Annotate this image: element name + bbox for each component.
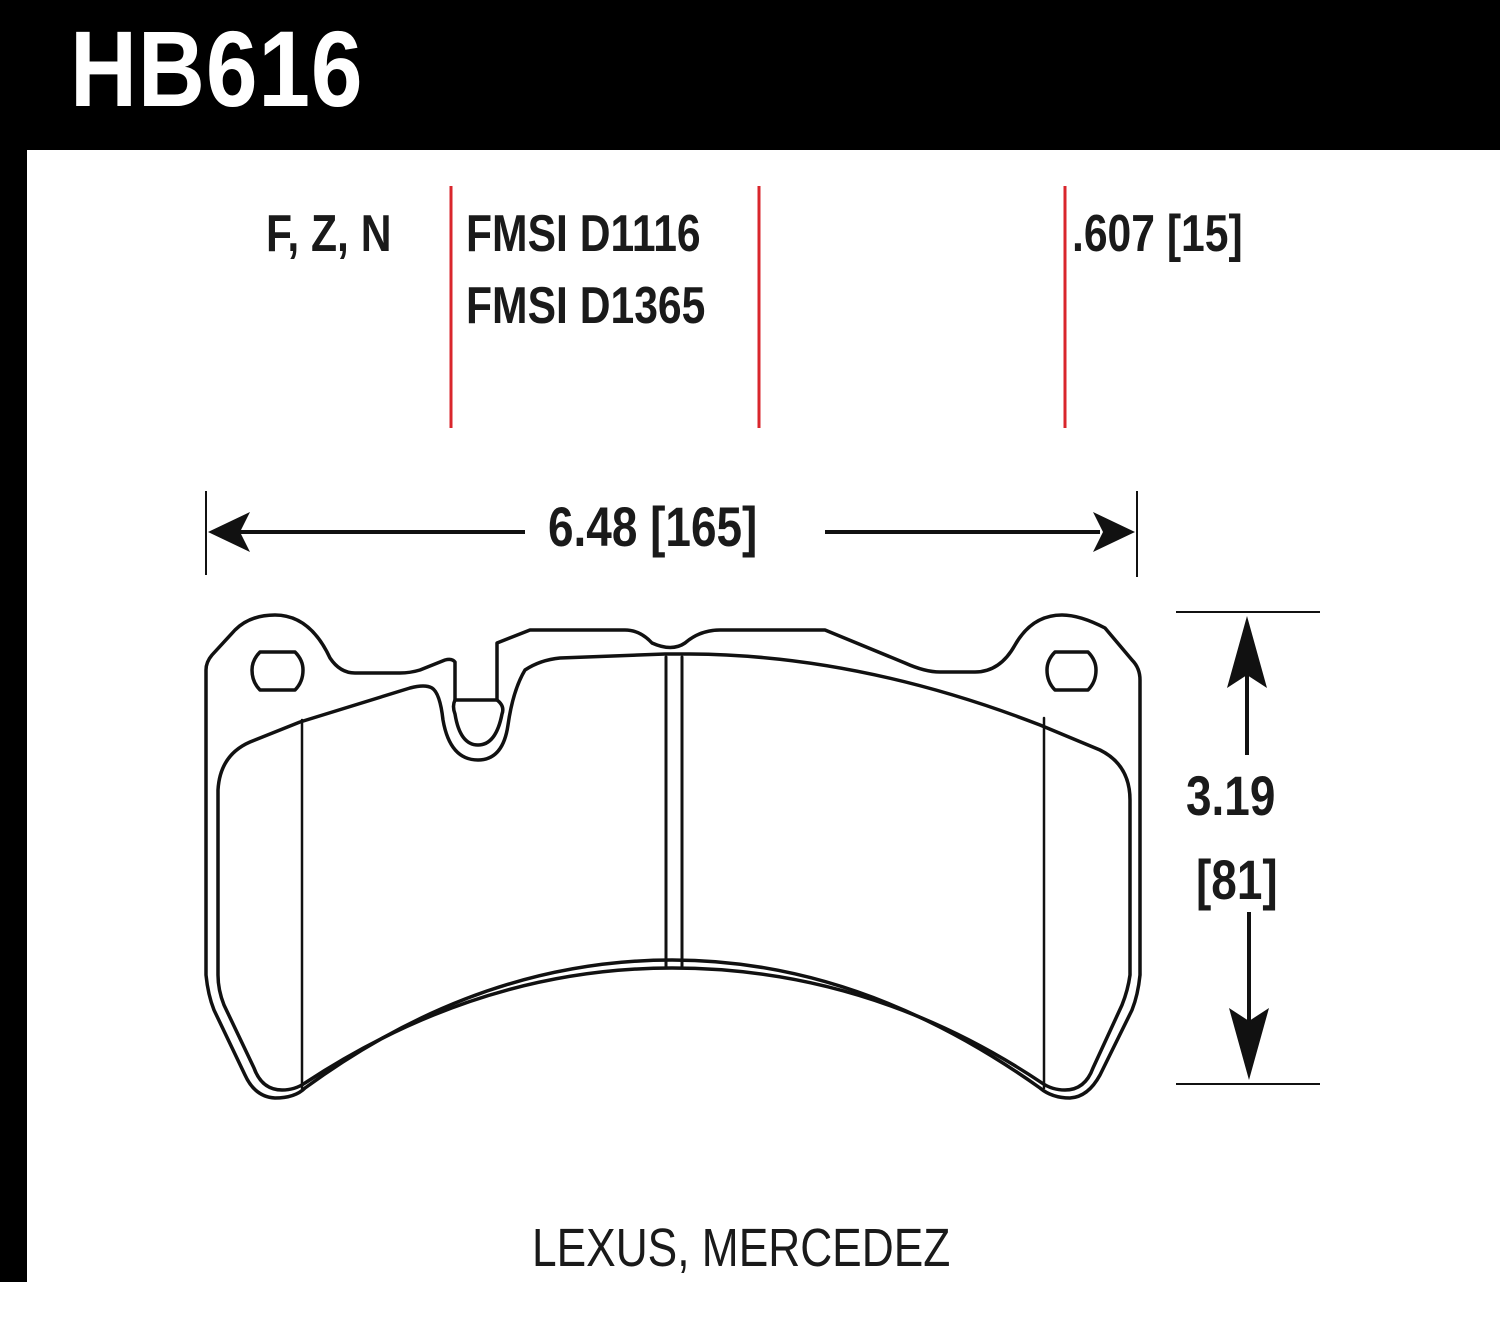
arrow-up-icon — [1227, 616, 1267, 688]
arrow-left-icon — [208, 512, 250, 552]
height-dimension-inches: 3.19 — [1186, 764, 1276, 827]
friction-material-outline — [216, 652, 1132, 1092]
fmsi-code-1: FMSI D1116 — [466, 205, 701, 263]
header-bar — [0, 0, 1500, 150]
mounting-hole-left — [250, 650, 305, 692]
left-border-bar — [0, 0, 27, 1282]
part-number-title: HB616 — [70, 8, 364, 129]
width-dimension-marker — [205, 491, 1138, 577]
backing-plate-outline — [204, 613, 1142, 1100]
height-dimension-marker — [1176, 611, 1320, 1085]
thickness-dimension: .607 [15] — [1072, 205, 1243, 263]
height-dimension-mm: [81] — [1196, 848, 1278, 911]
fmsi-code-2: FMSI D1365 — [466, 277, 706, 335]
mounting-hole-right — [1045, 650, 1098, 692]
arrow-right-icon — [1093, 512, 1135, 552]
brake-pad-drawing — [204, 613, 1142, 1100]
arrow-down-icon — [1229, 1008, 1269, 1080]
center-notch — [451, 698, 505, 747]
spec-dividers — [449, 186, 1067, 428]
compound-codes: F, Z, N — [266, 205, 392, 263]
width-dimension-label: 6.48 [165] — [548, 495, 758, 558]
vehicle-applications: LEXUS, MERCEDEZ — [532, 1218, 951, 1278]
